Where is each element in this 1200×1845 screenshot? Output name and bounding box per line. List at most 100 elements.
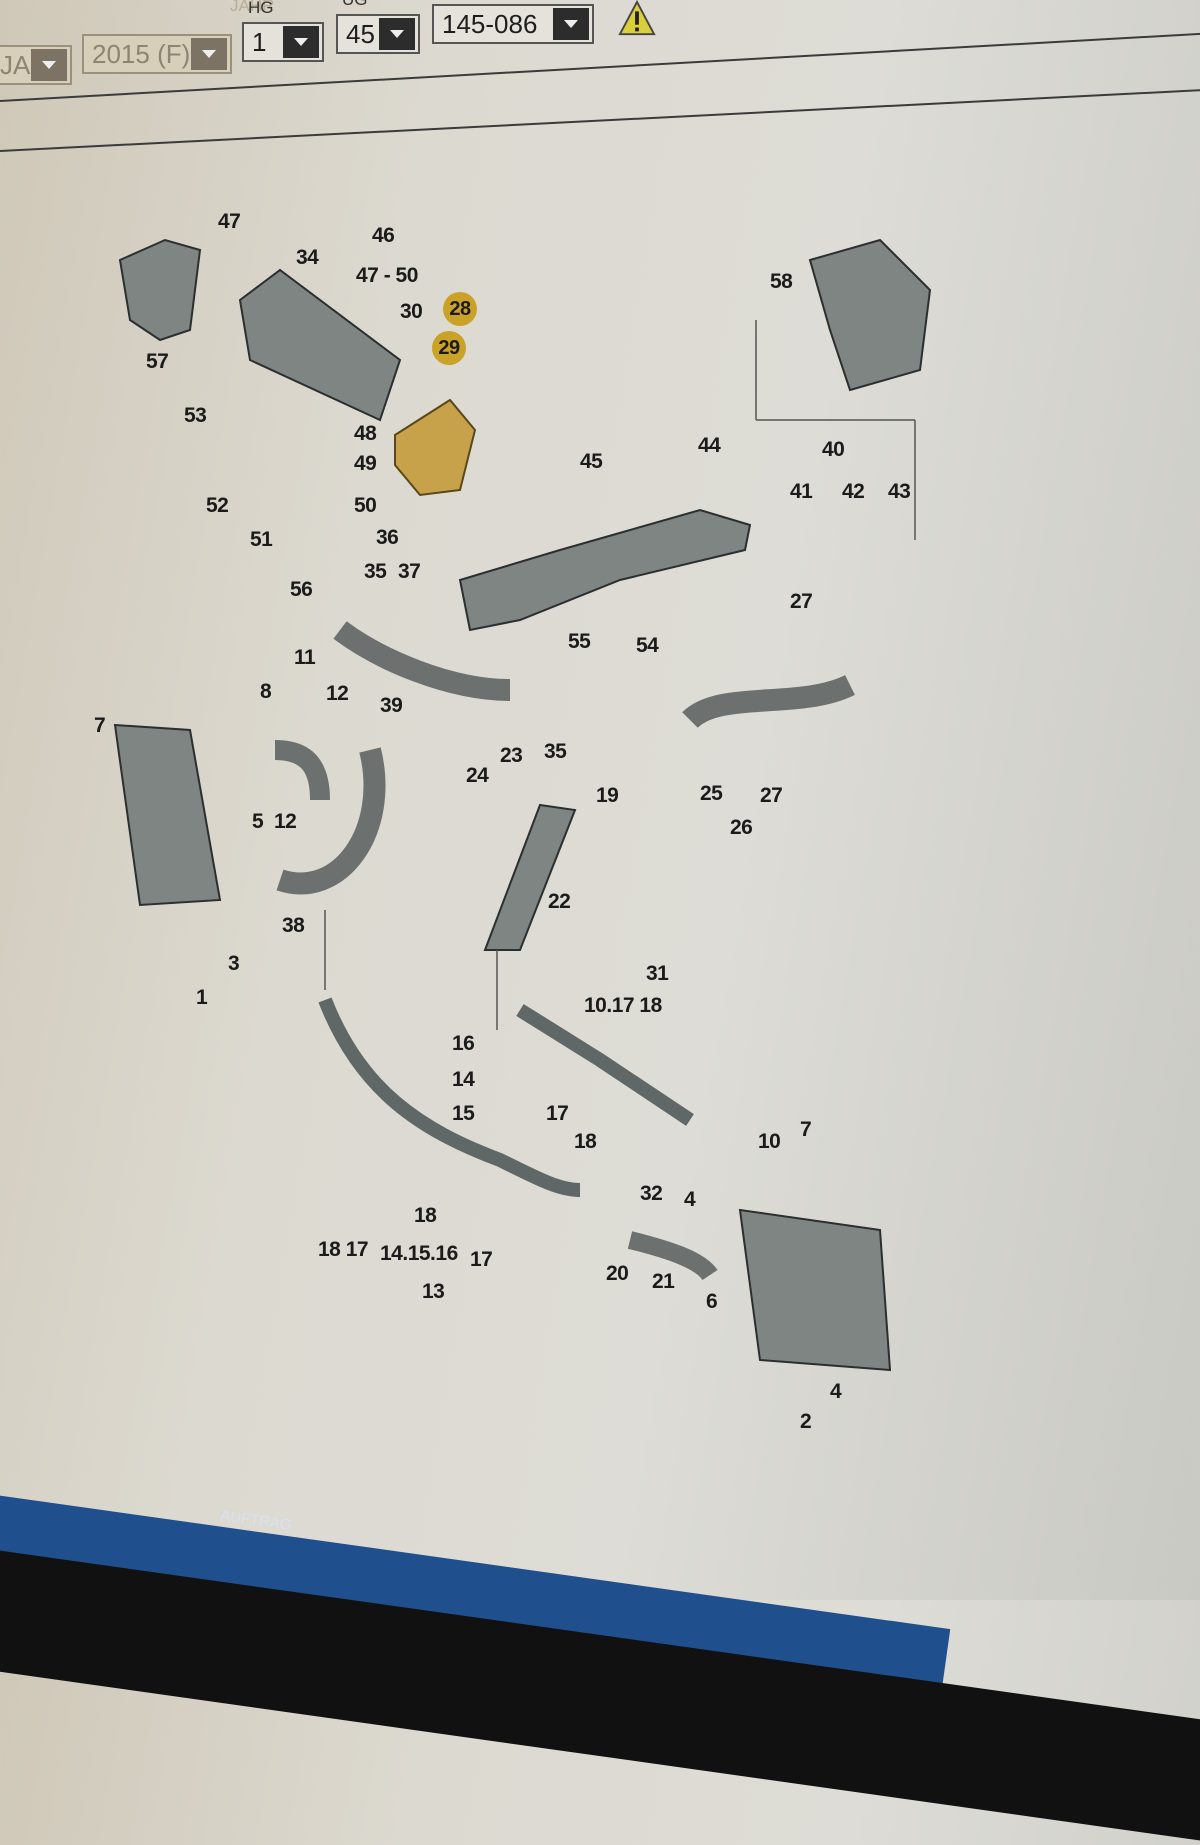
callout-22[interactable]: 22 xyxy=(548,890,571,913)
callout-30[interactable]: 30 xyxy=(400,300,423,323)
callout-17[interactable]: 17 xyxy=(546,1102,569,1125)
part-28-throttle-body-highlighted xyxy=(394,398,477,497)
callout-7[interactable]: 7 xyxy=(94,714,106,737)
callout-51[interactable]: 51 xyxy=(250,528,273,551)
callout-27[interactable]: 27 xyxy=(790,590,813,613)
callout-42[interactable]: 42 xyxy=(842,480,865,503)
callout-10-17-18[interactable]: 10.17 18 xyxy=(584,994,662,1017)
filter-ug-select[interactable]: 45 xyxy=(336,14,420,54)
part-58-egr-module xyxy=(808,238,932,392)
part-11-hose xyxy=(274,740,330,801)
callout-35[interactable]: 35 xyxy=(364,560,387,583)
part-36-hose xyxy=(333,621,511,701)
callout-58[interactable]: 58 xyxy=(770,270,793,293)
filter-model-select[interactable]: JA xyxy=(0,45,72,85)
callout-5[interactable]: 5 xyxy=(252,810,264,833)
callout-18[interactable]: 18 xyxy=(574,1130,597,1153)
callout-56[interactable]: 56 xyxy=(290,578,313,601)
part-2-intercooler xyxy=(738,1208,892,1372)
filter-hg-select[interactable]: 1 xyxy=(242,22,324,62)
callout-55[interactable]: 55 xyxy=(568,630,591,653)
callout-15[interactable]: 15 xyxy=(452,1102,475,1125)
callout-37[interactable]: 37 xyxy=(398,560,421,583)
callout-20[interactable]: 20 xyxy=(606,1262,629,1285)
filter-year-select[interactable]: 2015 (F) xyxy=(82,34,232,74)
callout-14-15-16[interactable]: 14.15.16 xyxy=(380,1242,458,1265)
callout-8[interactable]: 8 xyxy=(260,680,272,703)
callout-35[interactable]: 35 xyxy=(544,740,567,763)
parts-illustration xyxy=(113,238,932,1372)
callout-11[interactable]: 11 xyxy=(294,646,316,669)
callout-52[interactable]: 52 xyxy=(206,494,229,517)
callout-43[interactable]: 43 xyxy=(888,480,911,503)
chevron-down-icon[interactable] xyxy=(191,38,227,70)
part-31-pipe xyxy=(516,1004,694,1126)
callout-4[interactable]: 4 xyxy=(830,1380,842,1403)
callout-26[interactable]: 26 xyxy=(730,816,753,839)
callout-18-17[interactable]: 18 17 xyxy=(318,1238,369,1261)
callout-46[interactable]: 46 xyxy=(372,224,395,247)
part-13-pipe xyxy=(318,997,581,1197)
filter-bar: JAHR HG UG JA 2015 (F) 1 45 145-086 xyxy=(0,0,1200,110)
callout-7[interactable]: 7 xyxy=(800,1118,812,1141)
filter-illustration-select[interactable]: 145-086 xyxy=(432,4,594,44)
callout-6[interactable]: 6 xyxy=(706,1290,718,1313)
callout-44[interactable]: 44 xyxy=(698,434,721,457)
part-22-pipe xyxy=(483,803,577,951)
callout-14[interactable]: 14 xyxy=(452,1068,475,1091)
callout-16[interactable]: 16 xyxy=(452,1032,475,1055)
callout-18[interactable]: 18 xyxy=(414,1204,437,1227)
part-21-hose xyxy=(627,1231,718,1281)
callout-13[interactable]: 13 xyxy=(422,1280,445,1303)
callout-40[interactable]: 40 xyxy=(822,438,845,461)
chevron-down-icon[interactable] xyxy=(553,8,589,40)
chevron-down-icon[interactable] xyxy=(379,18,415,50)
callout-10[interactable]: 10 xyxy=(758,1130,781,1153)
callout-27[interactable]: 27 xyxy=(760,784,783,807)
chevron-down-icon[interactable] xyxy=(31,49,67,81)
callout-24[interactable]: 24 xyxy=(466,764,489,787)
chevron-down-icon[interactable] xyxy=(283,26,319,58)
part-26-hose xyxy=(682,674,855,729)
filter-label-year: JAHR xyxy=(230,0,275,15)
exploded-parts-diagram: 47 46 47 - 50 34 30 28 29 57 53 48 49 50… xyxy=(0,130,1200,1460)
callout-45[interactable]: 45 xyxy=(580,450,603,473)
callout-25[interactable]: 25 xyxy=(700,782,723,805)
callout-12[interactable]: 12 xyxy=(274,810,297,833)
filter-label-ug: UG xyxy=(342,0,368,10)
callout-47-50[interactable]: 47 - 50 xyxy=(356,264,418,287)
filter-label-hg: HG xyxy=(248,0,274,17)
part-46-intake-pipe xyxy=(238,268,402,422)
callout-50[interactable]: 50 xyxy=(354,494,377,517)
part-38-hose xyxy=(276,747,386,895)
callout-31[interactable]: 31 xyxy=(646,962,669,985)
callout-3[interactable]: 3 xyxy=(228,952,240,975)
callout-21[interactable]: 21 xyxy=(652,1270,675,1293)
callout-49[interactable]: 49 xyxy=(354,452,377,475)
callout-36[interactable]: 36 xyxy=(376,526,399,549)
callout-12[interactable]: 12 xyxy=(326,682,349,705)
callout-39[interactable]: 39 xyxy=(380,694,403,717)
warning-triangle-icon[interactable] xyxy=(618,0,656,38)
callout-2[interactable]: 2 xyxy=(800,1410,812,1433)
callout-48[interactable]: 48 xyxy=(354,422,377,445)
part-57-housing xyxy=(118,238,202,342)
part-1-intercooler xyxy=(113,723,222,907)
callout-17[interactable]: 17 xyxy=(470,1248,493,1271)
callout-34[interactable]: 34 xyxy=(296,246,319,269)
callout-4[interactable]: 4 xyxy=(684,1188,696,1211)
callout-53[interactable]: 53 xyxy=(184,404,207,427)
callout-57[interactable]: 57 xyxy=(146,350,169,373)
callout-54[interactable]: 54 xyxy=(636,634,659,657)
callout-23[interactable]: 23 xyxy=(500,744,523,767)
callout-32[interactable]: 32 xyxy=(640,1182,663,1205)
callout-41[interactable]: 41 xyxy=(790,480,813,503)
callout-29-highlighted[interactable]: 29 xyxy=(432,331,466,365)
part-coolant-pipe xyxy=(458,508,752,632)
callout-19[interactable]: 19 xyxy=(596,784,619,807)
callout-47[interactable]: 47 xyxy=(218,210,241,233)
callout-1[interactable]: 1 xyxy=(196,986,208,1009)
callout-28-highlighted[interactable]: 28 xyxy=(443,292,477,326)
callout-38[interactable]: 38 xyxy=(282,914,305,937)
